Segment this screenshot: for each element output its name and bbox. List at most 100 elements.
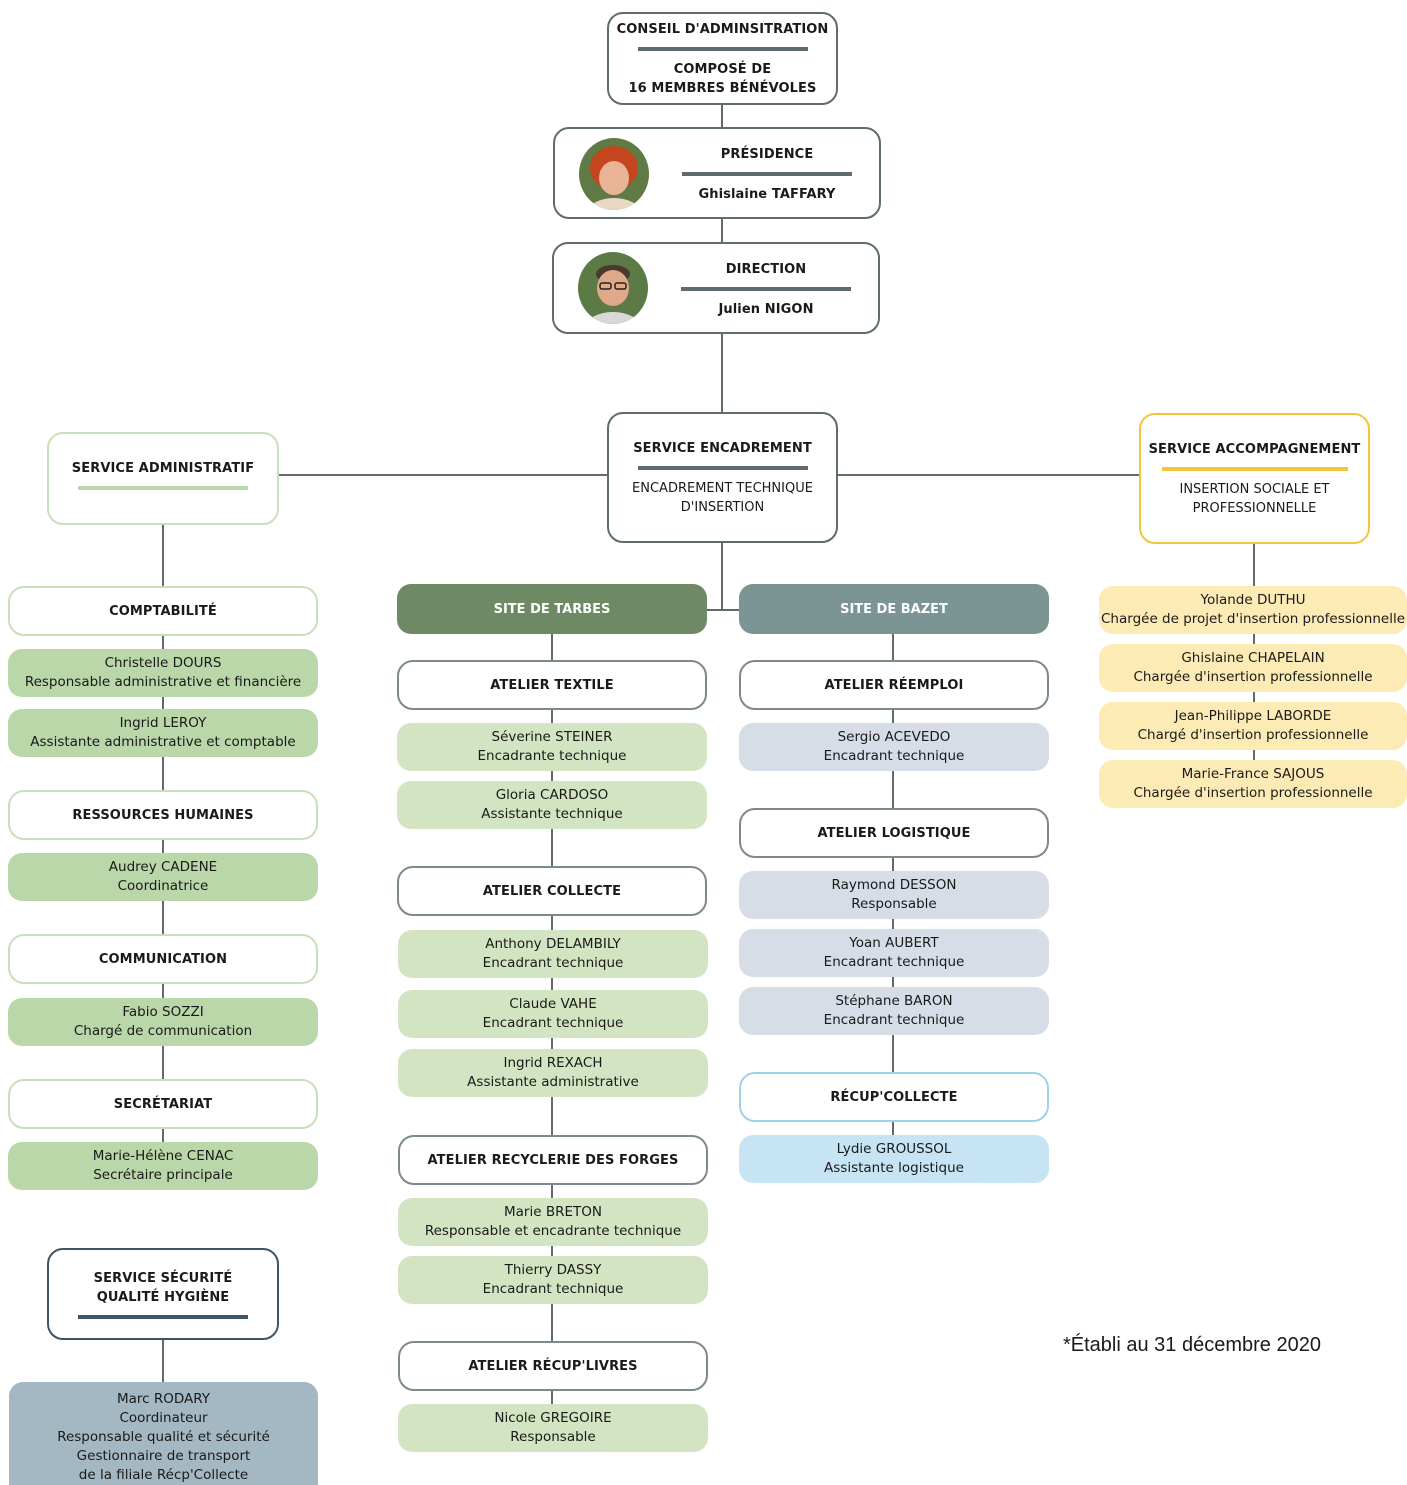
- person-name: Claude VAHE: [509, 996, 597, 1012]
- person-role: de la filiale Récp'Collecte: [78, 1467, 249, 1483]
- person-name: Ingrid REXACH: [503, 1055, 603, 1071]
- divider: [637, 465, 808, 470]
- service-administratif-box: SERVICE ADMINISTRATIF: [47, 432, 279, 525]
- person-name: Anthony DELAMBILY: [485, 936, 621, 952]
- person-role: Responsable administrative et financière: [24, 674, 302, 690]
- person-card: Yoan AUBERT Encadrant technique: [739, 929, 1049, 977]
- person-card: Anthony DELAMBILY Encadrant technique: [398, 930, 708, 978]
- dept-label: ATELIER RECYCLERIE DES FORGES: [427, 1152, 679, 1168]
- divider: [681, 287, 851, 291]
- person-role: Assistante administrative et comptable: [30, 734, 296, 750]
- direction-avatar: [578, 252, 648, 324]
- atelier-reemploi: ATELIER RÉEMPLOI: [739, 660, 1049, 710]
- dept-label: RÉCUP'COLLECTE: [830, 1089, 958, 1105]
- person-role: Chargé de communication: [73, 1023, 253, 1039]
- direction-box: DIRECTION Julien NIGON: [552, 242, 880, 334]
- atelier-recup-livres: ATELIER RÉCUP'LIVRES: [398, 1341, 708, 1391]
- person-role: Encadrant technique: [823, 1012, 965, 1028]
- person-name: Yolande DUTHU: [1200, 592, 1306, 608]
- person-card: Nicole GREGOIRE Responsable: [398, 1404, 708, 1452]
- person-card: Marie BRETON Responsable et encadrante t…: [398, 1198, 708, 1246]
- dept-label: COMMUNICATION: [98, 951, 228, 967]
- atelier-recyclerie: ATELIER RECYCLERIE DES FORGES: [398, 1135, 708, 1185]
- dept-label: RESSOURCES HUMAINES: [72, 807, 254, 823]
- accompagnement-title: SERVICE ACCOMPAGNEMENT: [1148, 441, 1361, 457]
- service-accompagnement-box: SERVICE ACCOMPAGNEMENT INSERTION SOCIALE…: [1139, 413, 1370, 544]
- dept-communication: COMMUNICATION: [8, 934, 318, 984]
- dept-label: ATELIER LOGISTIQUE: [817, 825, 971, 841]
- person-name: Christelle DOURS: [104, 655, 222, 671]
- direction-name: Julien NIGON: [718, 302, 814, 317]
- presidence-box: PRÉSIDENCE Ghislaine TAFFARY: [553, 127, 881, 219]
- person-name: Fabio SOZZI: [122, 1004, 204, 1020]
- person-name: Gloria CARDOSO: [495, 787, 609, 803]
- person-name: Ingrid LEROY: [119, 715, 207, 731]
- person-card: Séverine STEINER Encadrante technique: [397, 723, 707, 771]
- person-card: Fabio SOZZI Chargé de communication: [8, 998, 318, 1046]
- person-role: Secrétaire principale: [93, 1167, 233, 1183]
- securite-title-2: QUALITÉ HYGIÈNE: [96, 1290, 230, 1305]
- dept-label: ATELIER RÉEMPLOI: [824, 677, 964, 693]
- person-role: Encadrant technique: [482, 1281, 624, 1297]
- person-role: Responsable: [851, 896, 937, 912]
- divider: [682, 172, 852, 176]
- person-role: Coordinateur: [119, 1410, 208, 1426]
- conseil-title: CONSEIL D'ADMINSITRATION: [616, 21, 829, 37]
- person-role: Encadrante technique: [477, 748, 627, 764]
- divider: [637, 46, 808, 51]
- person-name: Sergio ACEVEDO: [837, 729, 951, 745]
- divider: [78, 1315, 248, 1319]
- person-role: Chargé d'insertion professionnelle: [1137, 727, 1369, 743]
- person-name: Stéphane BARON: [835, 993, 953, 1009]
- divider: [1161, 466, 1348, 471]
- site-tarbes: SITE DE TARBES: [397, 584, 707, 634]
- footnote: *Établi au 31 décembre 2020: [1063, 1334, 1321, 1356]
- person-role: Chargée d'insertion professionnelle: [1133, 669, 1373, 685]
- person-name: Nicole GREGOIRE: [494, 1410, 612, 1426]
- dept-label: ATELIER COLLECTE: [482, 883, 622, 899]
- person-card: Marie-France SAJOUS Chargée d'insertion …: [1099, 760, 1407, 808]
- conseil-administration-box: CONSEIL D'ADMINSITRATION COMPOSÉ DE 16 M…: [607, 12, 838, 105]
- person-card: Gloria CARDOSO Assistante technique: [397, 781, 707, 829]
- person-role: Chargée de projet d'insertion profession…: [1101, 611, 1406, 627]
- person-card: Thierry DASSY Encadrant technique: [398, 1256, 708, 1304]
- atelier-textile: ATELIER TEXTILE: [397, 660, 707, 710]
- dept-secretariat: SECRÉTARIAT: [8, 1079, 318, 1129]
- dept-ressources-humaines: RESSOURCES HUMAINES: [8, 790, 318, 840]
- person-role: Assistante logistique: [824, 1160, 964, 1176]
- administratif-title: SERVICE ADMINISTRATIF: [71, 460, 255, 476]
- person-name: Yoan AUBERT: [849, 935, 939, 951]
- dept-label: ATELIER TEXTILE: [490, 677, 614, 693]
- person-card: Sergio ACEVEDO Encadrant technique: [739, 723, 1049, 771]
- person-card: Marc RODARY Coordinateur Responsable qua…: [9, 1382, 318, 1485]
- person-card: Claude VAHE Encadrant technique: [398, 990, 708, 1038]
- service-securite-box: SERVICE SÉCURITÉ QUALITÉ HYGIÈNE: [47, 1248, 279, 1340]
- person-role: Encadrant technique: [482, 955, 624, 971]
- person-role: Chargée d'insertion professionnelle: [1133, 785, 1373, 801]
- person-card: Lydie GROUSSOL Assistante logistique: [739, 1135, 1049, 1183]
- person-role: Assistante administrative: [467, 1074, 639, 1090]
- encadrement-line2: D'INSERTION: [680, 499, 765, 515]
- person-card: Yolande DUTHU Chargée de projet d'insert…: [1099, 586, 1407, 634]
- dept-label: SECRÉTARIAT: [113, 1096, 213, 1112]
- direction-title: DIRECTION: [725, 262, 807, 277]
- person-name: Marc RODARY: [116, 1391, 211, 1407]
- person-card: Ingrid LEROY Assistante administrative e…: [8, 709, 318, 757]
- person-card: Stéphane BARON Encadrant technique: [739, 987, 1049, 1035]
- person-role: Responsable: [510, 1429, 596, 1445]
- person-name: Jean-Philippe LABORDE: [1174, 708, 1332, 724]
- person-name: Marie-France SAJOUS: [1181, 766, 1325, 782]
- person-name: Séverine STEINER: [491, 729, 613, 745]
- person-card: Marie-Hélène CENAC Secrétaire principale: [8, 1142, 318, 1190]
- person-card: Raymond DESSON Responsable: [739, 871, 1049, 919]
- person-role: Gestionnaire de transport: [76, 1448, 251, 1464]
- conseil-line1: COMPOSÉ DE: [673, 61, 772, 77]
- accompagnement-line2: PROFESSIONNELLE: [1192, 500, 1317, 516]
- recup-collecte: RÉCUP'COLLECTE: [739, 1072, 1049, 1122]
- accompagnement-line1: INSERTION SOCIALE ET: [1179, 481, 1330, 497]
- person-role: Coordinatrice: [117, 878, 209, 894]
- presidence-name: Ghislaine TAFFARY: [698, 187, 836, 202]
- atelier-logistique: ATELIER LOGISTIQUE: [739, 808, 1049, 858]
- person-name: Thierry DASSY: [504, 1262, 602, 1278]
- person-card: Ingrid REXACH Assistante administrative: [398, 1049, 708, 1097]
